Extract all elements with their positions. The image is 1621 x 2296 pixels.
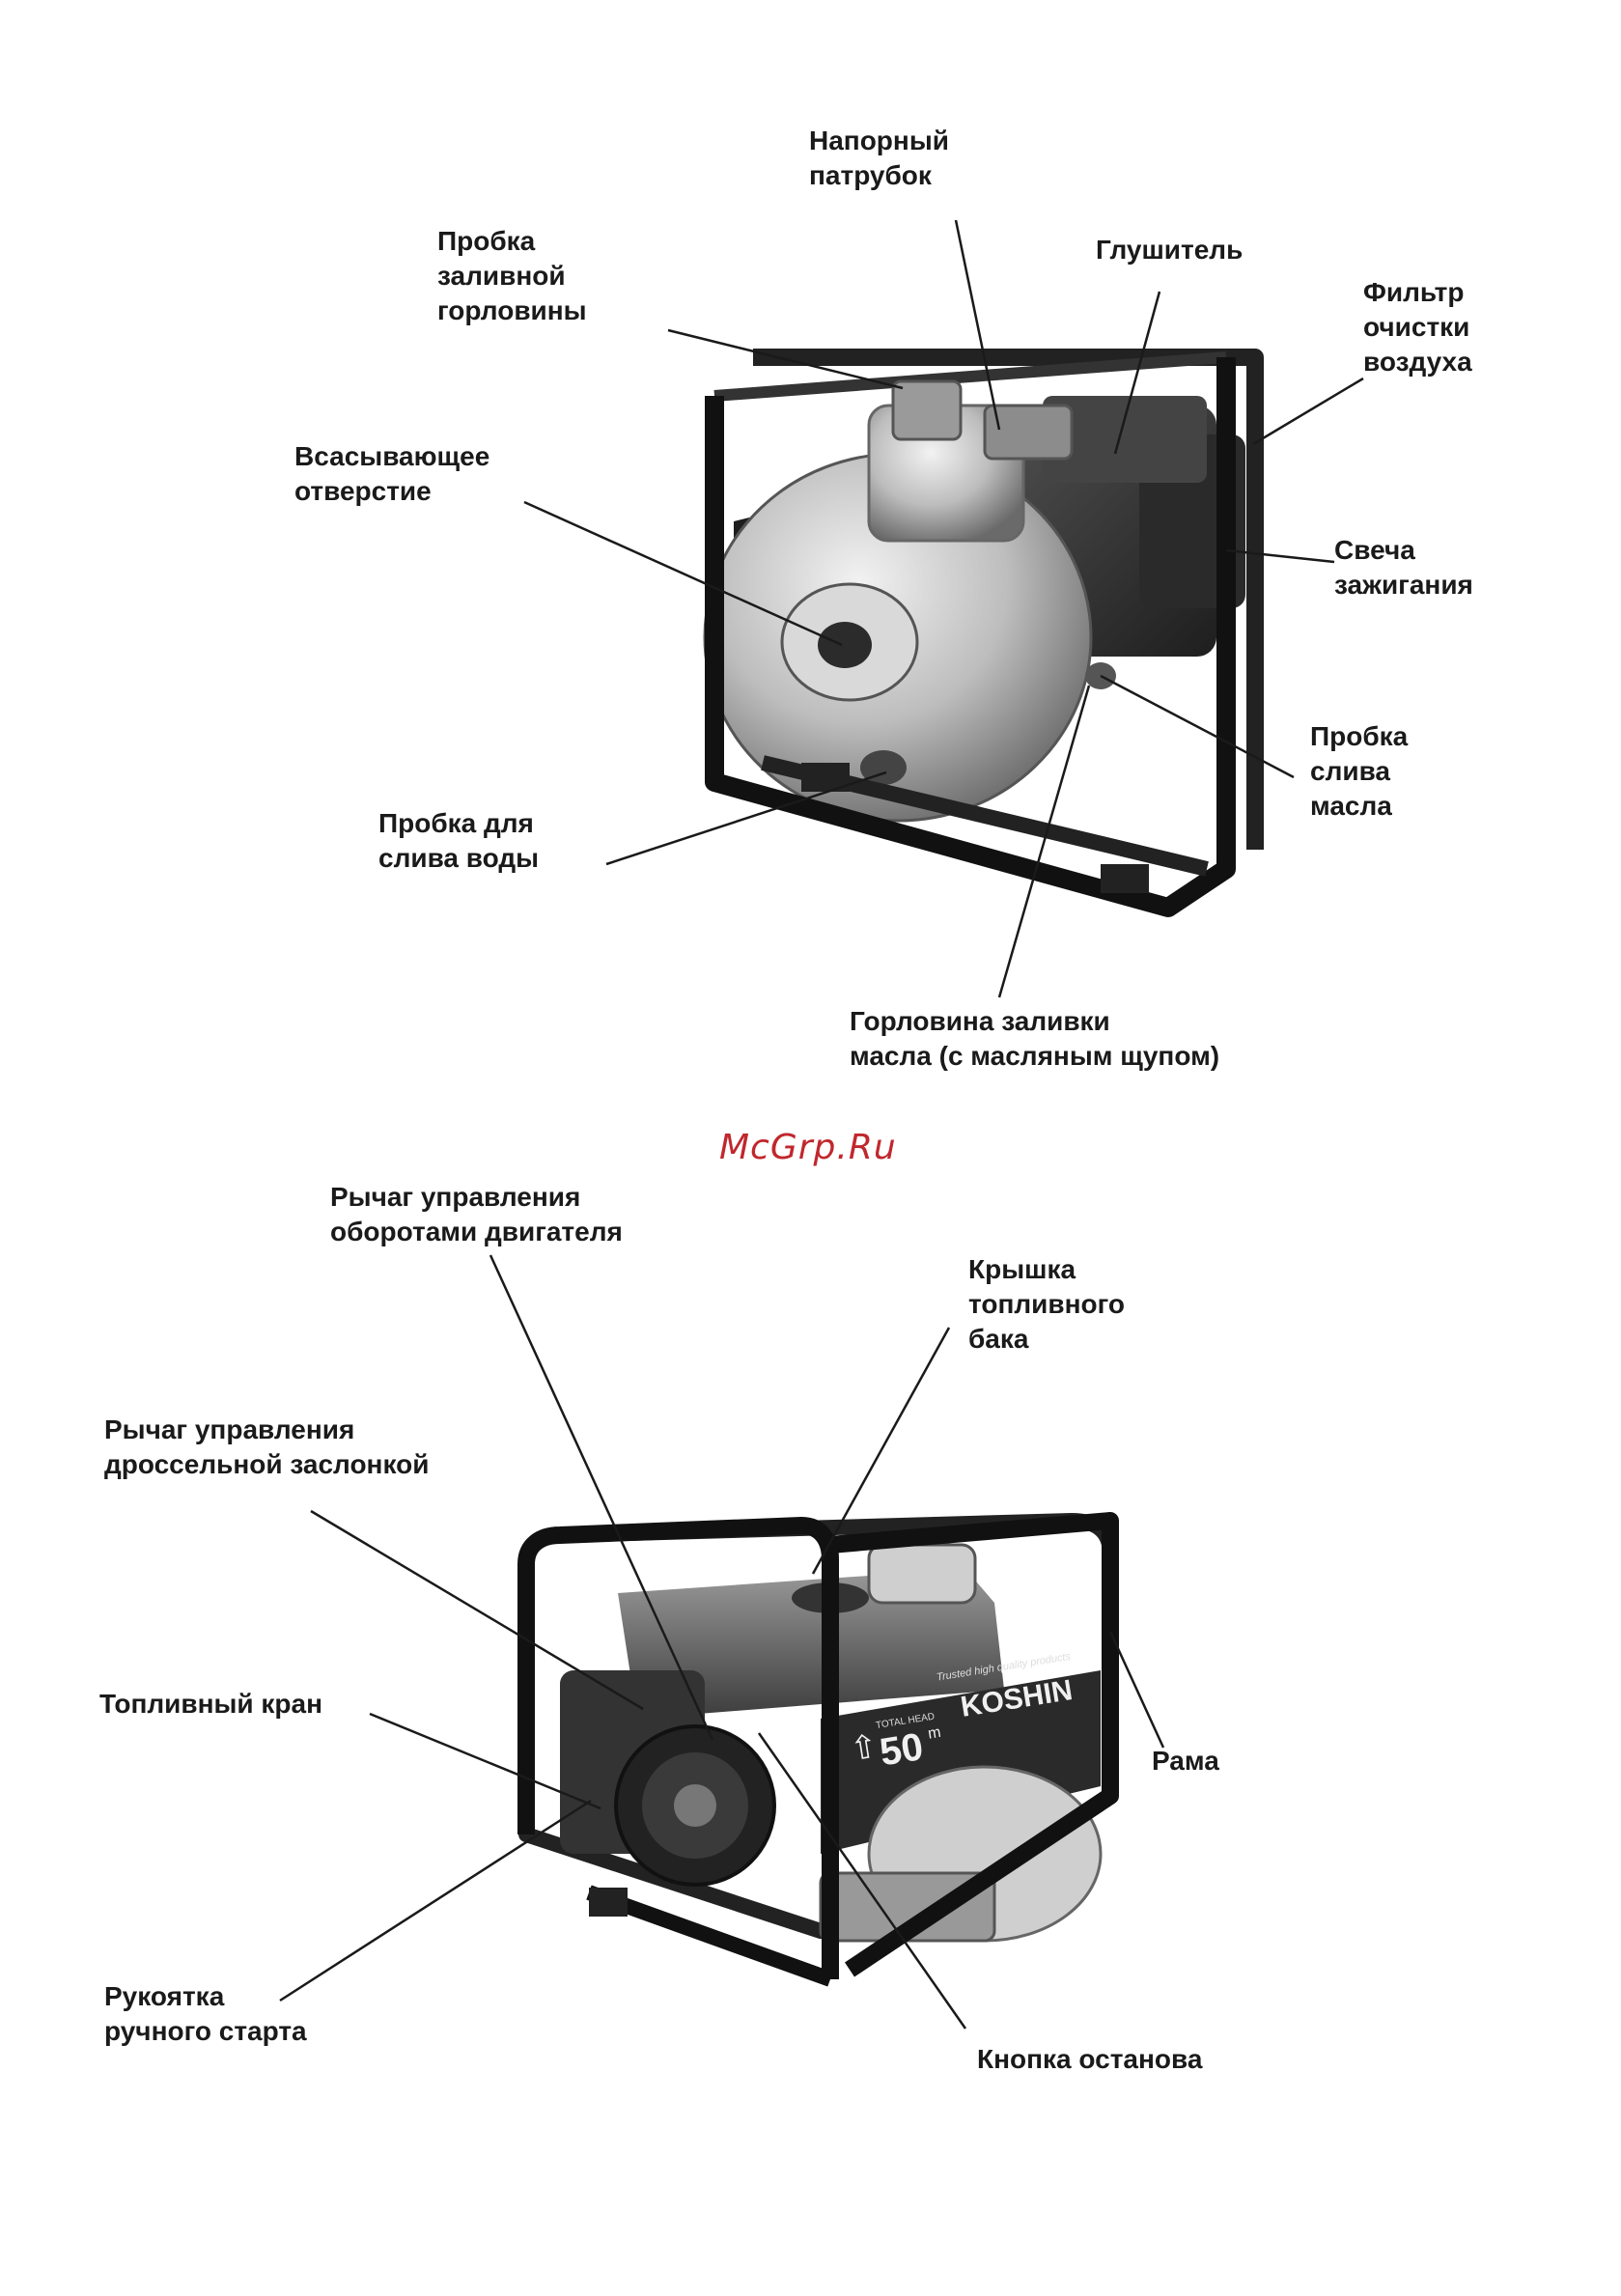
label-line: слива воды (378, 843, 540, 873)
label-line: заливной (437, 261, 566, 291)
label-line: оборотами двигателя (330, 1217, 623, 1246)
label-muffler: Глушитель (1096, 233, 1243, 267)
label-line: дроссельной заслонкой (104, 1449, 430, 1479)
label-line: топливного (968, 1289, 1125, 1319)
label-fuel-tank-cap: Крышка топливного бака (968, 1252, 1125, 1357)
label-line: слива (1310, 756, 1390, 786)
label-line: очистки (1363, 312, 1470, 342)
label-line: воздуха (1363, 347, 1472, 377)
brand-name: KOSHIN (958, 1674, 1076, 1723)
bottom-pump-illustration (517, 1512, 1119, 1987)
label-line: Пробка (1310, 721, 1409, 751)
label-line: отверстие (294, 476, 432, 506)
label-line: Рычаг управления (330, 1182, 581, 1212)
label-line: бака (968, 1324, 1029, 1354)
label-line: Пробка (437, 226, 536, 256)
up-arrow-icon: ⇧ (847, 1727, 880, 1769)
label-line: Всасывающее (294, 441, 490, 471)
bottom-leader-lines (279, 1254, 1165, 2030)
top-leader-lines (523, 219, 1364, 998)
top-pump-illustration (703, 349, 1264, 917)
label-throttle-lever: Рычаг управления оборотами двигателя (330, 1180, 623, 1249)
label-line: Рычаг управления (104, 1414, 355, 1444)
label-oil-filler: Горловина заливки масла (с масляным щупо… (850, 1004, 1219, 1074)
label-air-filter: Фильтр очистки воздуха (1363, 275, 1472, 379)
label-choke-lever: Рычаг управления дроссельной заслонкой (104, 1413, 429, 1482)
label-spark-plug: Свеча зажигания (1334, 533, 1473, 602)
label-stop-button: Кнопка останова (977, 2042, 1202, 2077)
label-discharge-pipe: Напорный патрубок (809, 124, 949, 193)
label-filler-cap: Пробка заливной горловины (437, 224, 587, 328)
label-line: Крышка (968, 1254, 1076, 1284)
label-line: Горловина заливки (850, 1006, 1110, 1036)
label-frame: Рама (1152, 1744, 1219, 1778)
head-value: 50 (877, 1725, 927, 1775)
label-line: Рама (1152, 1746, 1219, 1776)
label-line: Фильтр (1363, 277, 1465, 307)
label-oil-drain: Пробка слива масла (1310, 719, 1408, 824)
label-line: Свеча (1334, 535, 1415, 565)
watermark: McGrp.Ru (719, 1128, 897, 1167)
label-water-drain: Пробка для слива воды (378, 806, 539, 876)
head-unit: m (926, 1723, 942, 1743)
label-line: ручного старта (104, 2016, 307, 2046)
label-line: горловины (437, 295, 587, 325)
label-line: масла (1310, 791, 1392, 821)
label-line: Напорный (809, 126, 949, 155)
label-line: Пробка для (378, 808, 534, 838)
label-line: Глушитель (1096, 235, 1244, 265)
label-line: Топливный кран (99, 1689, 322, 1719)
label-recoil-starter: Рукоятка ручного старта (104, 1979, 307, 2049)
label-fuel-valve: Топливный кран (99, 1687, 322, 1722)
label-line: масла (с масляным щупом) (850, 1041, 1220, 1071)
label-line: зажигания (1334, 570, 1473, 600)
label-suction-port: Всасывающее отверстие (294, 439, 489, 509)
label-line: патрубок (809, 160, 932, 190)
label-line: Кнопка останова (977, 2044, 1203, 2074)
label-line: Рукоятка (104, 1981, 225, 2011)
